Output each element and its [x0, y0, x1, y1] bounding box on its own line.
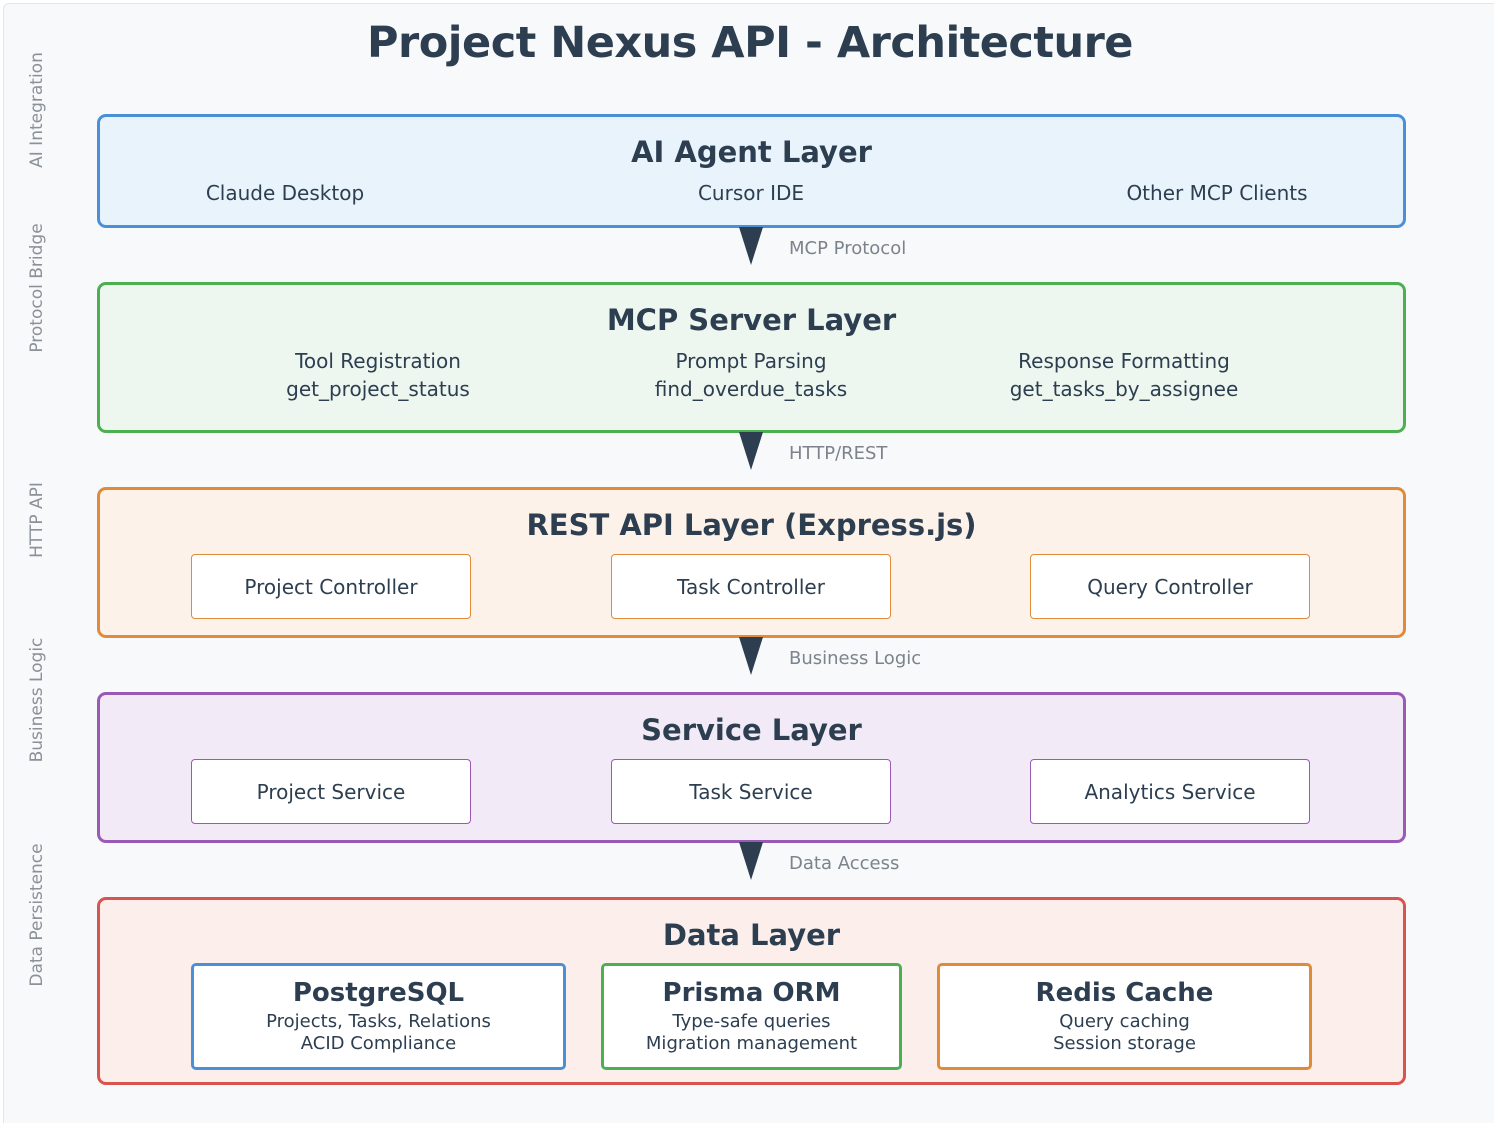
- mcp-tool-registration: Tool Registration get_project_status: [198, 347, 558, 403]
- redis-cache-title: Redis Cache: [1035, 978, 1214, 1008]
- diagram-title: Project Nexus API - Architecture: [367, 18, 1133, 68]
- arrow-down-icon: [739, 432, 763, 470]
- mcp-item-detail: find_overdue_tasks: [654, 377, 848, 401]
- task-service-box: Task Service: [611, 759, 891, 824]
- mcp-item-detail: get_project_status: [286, 377, 470, 401]
- data-layer: Data Layer PostgreSQL Projects, Tasks, R…: [97, 897, 1406, 1085]
- postgresql-detail: Projects, Tasks, Relations: [266, 1011, 491, 1032]
- redis-cache-box: Redis Cache Query caching Session storag…: [937, 963, 1312, 1070]
- service-layer: Service Layer Project Service Task Servi…: [97, 692, 1406, 843]
- arrow-down-icon: [739, 227, 763, 265]
- mcp-server-layer: MCP Server Layer Tool Registration get_p…: [97, 282, 1406, 433]
- prisma-orm-detail: Migration management: [645, 1033, 858, 1054]
- redis-cache-detail: Query caching: [1059, 1011, 1190, 1032]
- project-controller-box: Project Controller: [191, 554, 471, 619]
- layer-title: Data Layer: [662, 918, 841, 952]
- layer-title: MCP Server Layer: [606, 303, 897, 337]
- ai-client-other-mcp: Other MCP Clients: [1126, 181, 1308, 205]
- mcp-item-label: Prompt Parsing: [675, 349, 827, 373]
- query-controller-box: Query Controller: [1030, 554, 1310, 619]
- mcp-item-detail: get_tasks_by_assignee: [1009, 377, 1239, 401]
- ai-client-cursor-ide: Cursor IDE: [697, 181, 805, 205]
- mcp-response-formatting: Response Formatting get_tasks_by_assigne…: [944, 347, 1304, 403]
- task-controller-box: Task Controller: [611, 554, 891, 619]
- connector-label-data-access: Data Access: [789, 853, 900, 874]
- ai-agent-layer: AI Agent Layer Claude Desktop Cursor IDE…: [97, 114, 1406, 228]
- layer-title: Service Layer: [641, 713, 862, 747]
- postgresql-box: PostgreSQL Projects, Tasks, Relations AC…: [191, 963, 566, 1070]
- ai-client-claude-desktop: Claude Desktop: [205, 181, 365, 205]
- arrow-down-icon: [739, 842, 763, 880]
- rest-api-layer: REST API Layer (Express.js) Project Cont…: [97, 487, 1406, 638]
- mcp-item-label: Response Formatting: [1018, 349, 1230, 373]
- postgresql-title: PostgreSQL: [292, 978, 465, 1008]
- postgresql-detail: ACID Compliance: [300, 1033, 457, 1054]
- analytics-service-box: Analytics Service: [1030, 759, 1310, 824]
- prisma-orm-detail: Type-safe queries: [672, 1011, 831, 1032]
- redis-cache-detail: Session storage: [1053, 1033, 1196, 1054]
- layer-title: REST API Layer (Express.js): [526, 508, 977, 542]
- mcp-item-label: Tool Registration: [295, 349, 461, 373]
- arrow-down-icon: [739, 637, 763, 675]
- connector-label-http-rest: HTTP/REST: [789, 443, 888, 464]
- prisma-orm-title: Prisma ORM: [662, 978, 841, 1008]
- mcp-prompt-parsing: Prompt Parsing find_overdue_tasks: [571, 347, 931, 403]
- prisma-orm-box: Prisma ORM Type-safe queries Migration m…: [601, 963, 902, 1070]
- layer-title: AI Agent Layer: [631, 135, 872, 169]
- connector-label-business-logic: Business Logic: [789, 648, 922, 669]
- connector-label-mcp-protocol: MCP Protocol: [789, 238, 907, 259]
- project-service-box: Project Service: [191, 759, 471, 824]
